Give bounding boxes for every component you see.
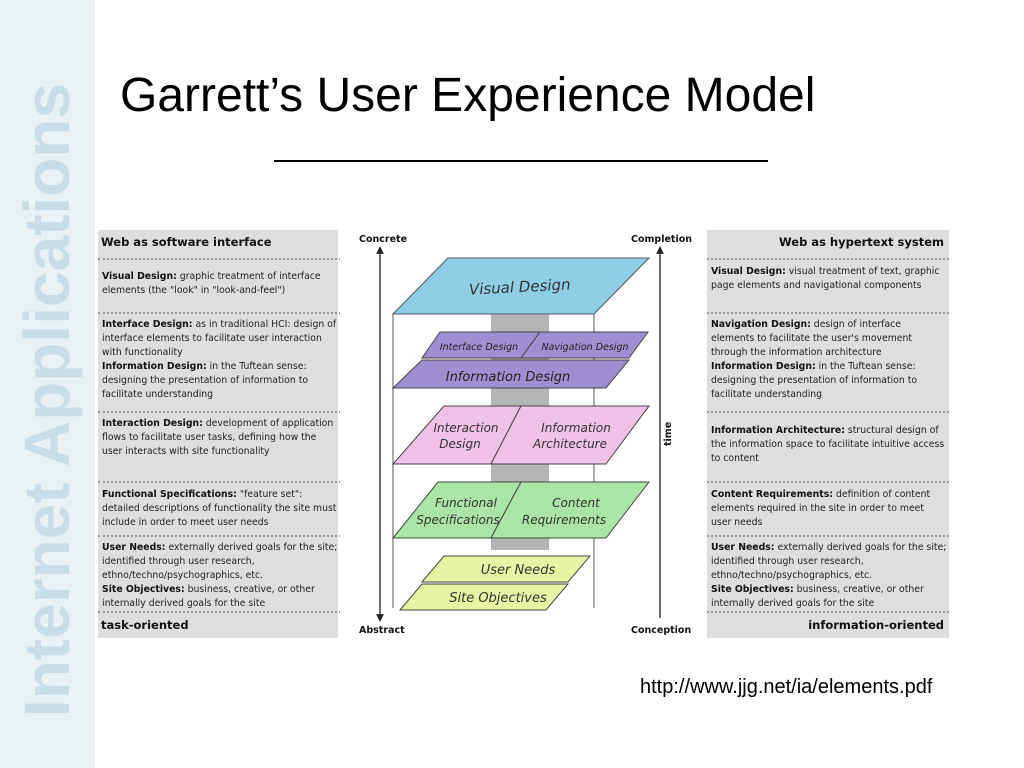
title-underline bbox=[274, 160, 768, 162]
visual-design-label: Visual Design bbox=[469, 275, 571, 298]
user-needs-label: User Needs bbox=[481, 563, 556, 578]
interaction-design-label-1: Interaction bbox=[433, 421, 498, 435]
right-def-visual-design: Visual Design: visual treatment of text,… bbox=[711, 266, 940, 291]
functional-specs-label-1: Functional bbox=[435, 496, 498, 510]
right-panel-heading: Web as hypertext system bbox=[779, 235, 944, 249]
user-needs-plane bbox=[420, 555, 592, 583]
left-def-information-design: Information Design: in the Tuftean sense… bbox=[102, 361, 309, 400]
right-def-user-needs: User Needs: externally derived goals for… bbox=[711, 542, 947, 581]
left-block-visual: Visual Design: graphic treatment of inte… bbox=[102, 270, 338, 298]
interaction-design-label-2: Design bbox=[439, 437, 480, 451]
right-block-navigation: Navigation Design: design of interface e… bbox=[711, 318, 947, 402]
right-block-architecture: Information Architecture: structural des… bbox=[711, 424, 947, 466]
left-block-interface: Interface Design: as in traditional HCI:… bbox=[102, 318, 338, 402]
time-label: time bbox=[663, 422, 674, 446]
navigation-design-label: Navigation Design bbox=[541, 342, 628, 353]
right-block-visual: Visual Design: visual treatment of text,… bbox=[711, 265, 947, 293]
site-objectives-plane bbox=[398, 583, 570, 611]
information-design-label: Information Design bbox=[446, 370, 571, 385]
right-def-content-requirements: Content Requirements: definition of cont… bbox=[711, 489, 931, 528]
right-def-information-architecture: Information Architecture: structural des… bbox=[711, 425, 945, 464]
slide-title: Garrett’s User Experience Model bbox=[120, 69, 816, 122]
left-def-visual-design: Visual Design: graphic treatment of inte… bbox=[102, 271, 321, 296]
side-watermark: Internet Applications bbox=[11, 82, 83, 718]
planes-svg: Concrete Abstract Completion Conception … bbox=[340, 228, 706, 640]
information-design-plane bbox=[391, 359, 631, 389]
navigation-design-plane bbox=[520, 331, 649, 359]
left-def-site-objectives: Site Objectives: business, creative, or … bbox=[102, 584, 315, 609]
left-def-user-needs: User Needs: externally derived goals for… bbox=[102, 542, 338, 581]
conception-label: Conception bbox=[631, 625, 691, 636]
visual-design-plane bbox=[391, 257, 651, 315]
left-def-interaction-design: Interaction Design: development of appli… bbox=[102, 418, 334, 457]
left-block-interaction: Interaction Design: development of appli… bbox=[102, 417, 338, 459]
left-panel-footer: task-oriented bbox=[101, 618, 189, 632]
left-def-interface-design: Interface Design: as in traditional HCI:… bbox=[102, 319, 337, 358]
information-architecture-label-2: Architecture bbox=[532, 437, 607, 451]
left-panel: Web as software interface Visual Design:… bbox=[98, 230, 338, 638]
right-def-information-design: Information Design: in the Tuftean sense… bbox=[711, 361, 918, 400]
right-def-navigation-design: Navigation Design: design of interface e… bbox=[711, 319, 913, 358]
completion-label: Completion bbox=[631, 234, 692, 245]
interface-design-label: Interface Design bbox=[440, 342, 518, 353]
left-panel-heading: Web as software interface bbox=[101, 235, 272, 249]
concrete-label: Concrete bbox=[359, 234, 407, 245]
right-block-strategy: User Needs: externally derived goals for… bbox=[711, 541, 947, 611]
functional-specs-label-2: Specifications bbox=[416, 513, 500, 527]
right-block-content: Content Requirements: definition of cont… bbox=[711, 488, 947, 530]
information-architecture-label-1: Information bbox=[541, 421, 611, 435]
left-block-strategy: User Needs: externally derived goals for… bbox=[102, 541, 338, 611]
abstract-label: Abstract bbox=[359, 625, 405, 636]
content-requirements-label-1: Content bbox=[552, 496, 601, 510]
left-block-functional: Functional Specifications: "feature set"… bbox=[102, 488, 338, 530]
left-def-functional-specs: Functional Specifications: "feature set"… bbox=[102, 489, 337, 528]
information-architecture-plane bbox=[490, 405, 650, 465]
planes-diagram: Concrete Abstract Completion Conception … bbox=[340, 228, 706, 640]
content-requirements-plane bbox=[490, 481, 651, 539]
content-requirements-label-2: Requirements bbox=[522, 513, 606, 527]
right-def-site-objectives: Site Objectives: business, creative, or … bbox=[711, 584, 924, 609]
side-band bbox=[0, 0, 95, 768]
right-panel: Web as hypertext system Visual Design: v… bbox=[707, 230, 949, 638]
site-objectives-label: Site Objectives bbox=[449, 591, 547, 606]
source-url[interactable]: http://www.jjg.net/ia/elements.pdf bbox=[640, 676, 933, 698]
right-panel-footer: information-oriented bbox=[808, 618, 944, 632]
